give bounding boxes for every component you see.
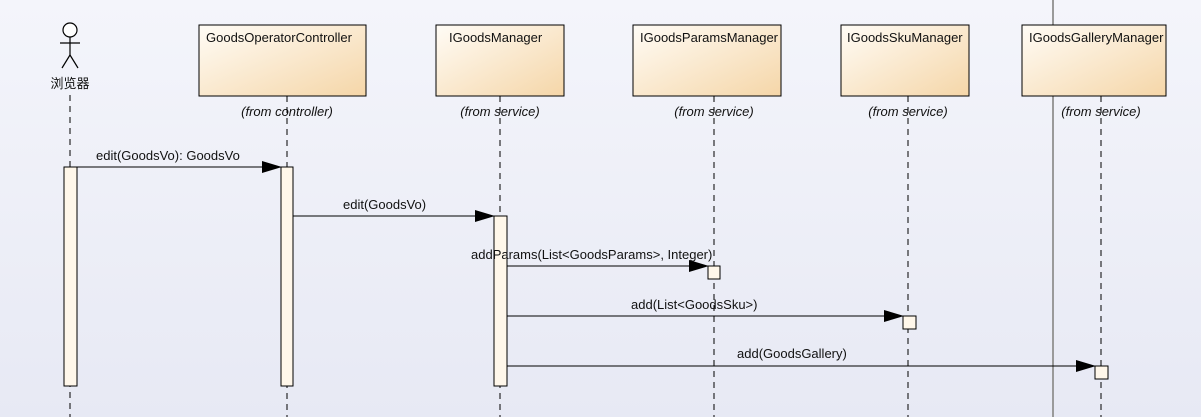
message-edit-goodsvo[interactable]: edit(GoodsVo)	[293, 197, 495, 222]
activation-igoods-manager	[493, 215, 508, 387]
participant-name: IGoodsGalleryManager	[1029, 30, 1164, 45]
actor-label: 浏览器	[50, 76, 89, 91]
participant-name: IGoodsManager	[449, 30, 543, 45]
message-label: addParams(List<GoodsParams>, Integer)	[471, 247, 712, 262]
activation-browser	[63, 166, 78, 387]
stick-figure-icon	[60, 22, 80, 69]
message-add-goods-sku[interactable]: add(List<GoodsSku>)	[507, 297, 904, 322]
participant-igoods-params-manager[interactable]: IGoodsParamsManager (from service)	[632, 24, 782, 119]
participant-name: IGoodsParamsManager	[640, 30, 779, 45]
message-add-goods-gallery[interactable]: add(GoodsGallery)	[507, 346, 1096, 372]
participant-igoods-manager[interactable]: IGoodsManager (from service)	[435, 24, 565, 119]
activation-goods-operator-controller	[280, 166, 294, 387]
message-label: edit(GoodsVo)	[343, 197, 426, 212]
activation-igoods-sku-manager	[902, 315, 917, 330]
actor-browser[interactable]: 浏览器	[50, 22, 90, 91]
activation-igoods-params-manager	[707, 265, 721, 280]
participant-goods-operator-controller[interactable]: GoodsOperatorController (from controller…	[198, 24, 367, 119]
participant-igoods-sku-manager[interactable]: IGoodsSkuManager (from service)	[840, 24, 970, 119]
participant-name: IGoodsSkuManager	[847, 30, 963, 45]
activation-igoods-gallery-manager	[1094, 365, 1109, 380]
message-label: add(GoodsGallery)	[737, 346, 847, 361]
message-add-params[interactable]: addParams(List<GoodsParams>, Integer)	[471, 247, 712, 272]
participant-name: GoodsOperatorController	[206, 30, 353, 45]
participant-igoods-gallery-manager[interactable]: IGoodsGalleryManager (from service)	[1021, 24, 1167, 119]
message-label: add(List<GoodsSku>)	[631, 297, 757, 312]
message-label: edit(GoodsVo): GoodsVo	[96, 148, 240, 163]
message-edit-goodsvo-return[interactable]: edit(GoodsVo): GoodsVo	[77, 148, 282, 173]
